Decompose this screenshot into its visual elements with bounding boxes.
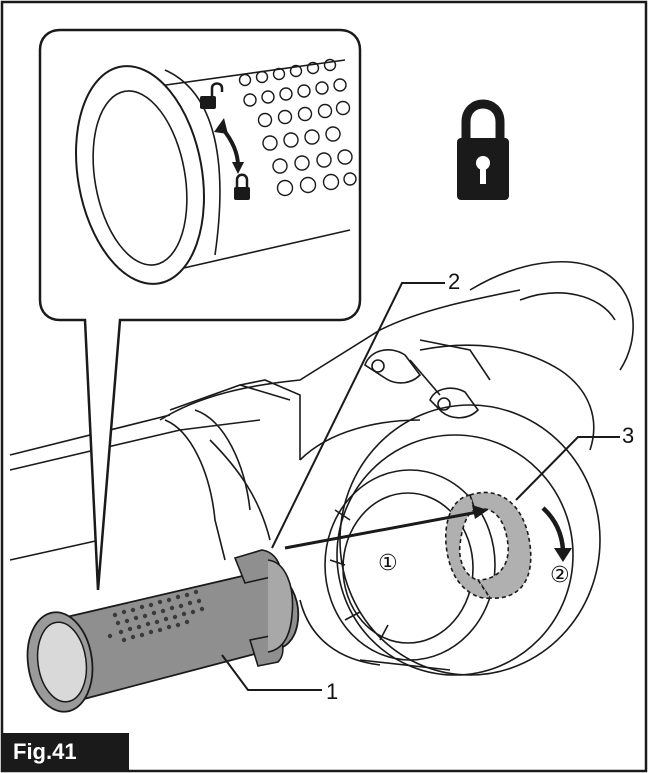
callout-3: 3 xyxy=(622,423,635,448)
callout-1: 1 xyxy=(326,679,339,704)
figure-label: Fig.41 xyxy=(3,733,129,771)
outlet-opening xyxy=(324,469,496,661)
leader-line-2 xyxy=(271,282,445,549)
leader-line-3 xyxy=(515,436,620,501)
lock-ring-highlight xyxy=(445,491,532,599)
callout-2: 2 xyxy=(448,269,461,294)
nozzle-part xyxy=(26,549,300,713)
rotate-arrow-icon xyxy=(541,506,572,562)
zoom-inset xyxy=(38,28,362,591)
perforation-holes xyxy=(107,589,205,643)
unlock-small-icon xyxy=(200,82,224,109)
insert-arrow xyxy=(284,505,488,550)
leader-lines xyxy=(221,282,620,691)
lock-direction-arrow xyxy=(214,118,244,174)
step-1-marker: ① xyxy=(378,551,398,576)
lock-small-icon xyxy=(234,173,250,200)
lock-icon xyxy=(457,99,509,200)
machine-body xyxy=(9,261,634,676)
inset-holes xyxy=(238,58,357,197)
step-2-marker: ② xyxy=(550,563,570,588)
leader-line-1 xyxy=(221,654,322,691)
